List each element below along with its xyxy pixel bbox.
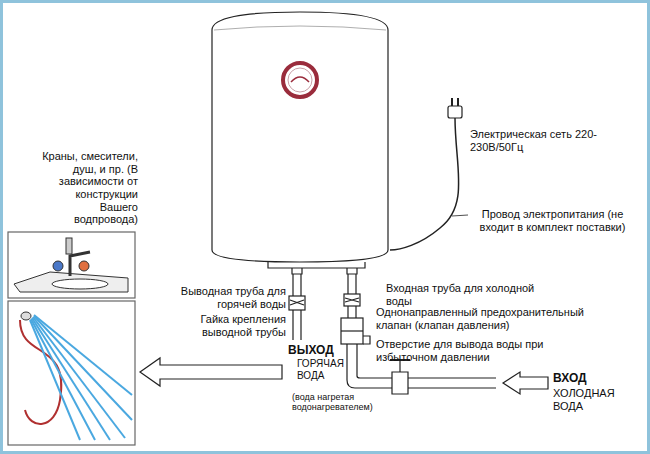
callout-label: ХОЛОДНАЯ ВОДА bbox=[553, 387, 633, 412]
callout-label: Однонаправленный предохранительный клапа… bbox=[376, 306, 616, 331]
callout-label: Гайка крепления выводной трубы bbox=[176, 313, 286, 338]
callout-label: Выводная труба для горячей воды bbox=[176, 285, 286, 310]
callout-label: Входная труба для холодной воды bbox=[386, 282, 536, 307]
callout-label: ГОРЯЧАЯ ВОДА bbox=[297, 358, 343, 381]
callout-label: Провод электропитания (не входит в компл… bbox=[470, 208, 635, 233]
callout-label: Электрическая сеть 220-230В/50Гц bbox=[470, 128, 620, 153]
callout-label: Краны, смесители, душ, и пр. (В зависимо… bbox=[36, 150, 138, 226]
callout-label: ВХОД bbox=[553, 372, 633, 386]
callout-label: ВЫХОД bbox=[288, 344, 344, 358]
callout-label: (вода нагретая водонагревателем) bbox=[292, 392, 382, 413]
callout-label: Отверстие для вывода воды при избыточном… bbox=[376, 338, 556, 363]
